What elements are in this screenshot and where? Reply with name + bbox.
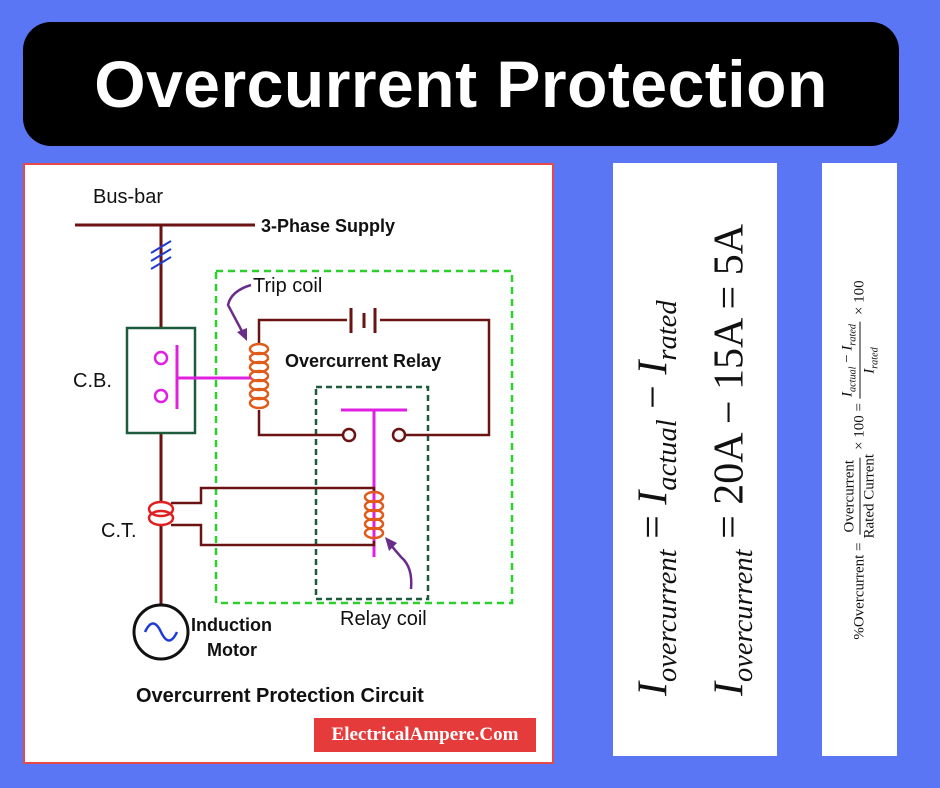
page-title: Overcurrent Protection	[94, 47, 828, 121]
percent-overcurrent-panel: %Overcurrent = Overcurrent Rated Current…	[822, 163, 897, 756]
trip-circuit-wire	[257, 318, 347, 343]
overcurrent-formula: Iovercurrent = Iactual − Irated Iovercur…	[630, 223, 761, 695]
supply-label: 3-Phase Supply	[261, 216, 395, 236]
formula-line-2: Iovercurrent = 20A − 15A = 5A	[707, 223, 760, 696]
title-bar: Overcurrent Protection	[23, 22, 899, 146]
cb-label: C.B.	[73, 370, 112, 392]
percent-overcurrent-formula: %Overcurrent = Overcurrent Rated Current…	[839, 279, 880, 640]
relay-coil-label: Relay coil	[340, 608, 427, 630]
relay-coil-arrowhead	[385, 537, 397, 551]
trip-coil	[248, 342, 270, 410]
motor-label-line2: Motor	[207, 640, 257, 660]
formula-line-1: Iovercurrent = Iactual − Irated	[630, 299, 683, 696]
brand-badge: ElectricalAmpere.Com	[314, 718, 536, 752]
ct-loop-upper	[171, 486, 376, 505]
ct-label: C.T.	[101, 520, 137, 542]
trip-circuit-return	[380, 318, 491, 437]
circuit-breaker-box	[125, 326, 197, 435]
relay-label: Overcurrent Relay	[285, 351, 441, 371]
relay-coil-box	[314, 385, 430, 601]
relay-contact-right	[391, 427, 407, 443]
relay-coil-arrow	[388, 542, 413, 590]
motor-label-line1: Induction	[191, 615, 272, 635]
fraction-overcurrent-over-rated: Overcurrent Rated Current	[841, 453, 877, 538]
trip-coil-arrow	[226, 283, 252, 336]
motor-sine-icon	[143, 622, 179, 642]
trip-coil-lower-wire	[257, 410, 343, 437]
bus-bar-label: Bus-bar	[93, 186, 163, 208]
relay-contact-left	[341, 427, 357, 443]
circuit-caption: Overcurrent Protection Circuit	[136, 685, 424, 707]
trip-coil-label: Trip coil	[253, 275, 322, 297]
relay-enclosure	[214, 269, 514, 605]
overcurrent-formula-panel: Iovercurrent = Iactual − Irated Iovercur…	[613, 163, 777, 756]
relay-coil	[363, 490, 385, 540]
circuit-diagram: Bus-bar 3-Phase Supply Trip coil Overcur…	[73, 186, 514, 707]
three-phase-ticks	[150, 240, 172, 270]
ct-loop-lower	[171, 523, 376, 547]
current-transformer-coil	[147, 500, 175, 527]
cb-contact-bottom	[153, 388, 169, 404]
circuit-diagram-panel: Bus-bar 3-Phase Supply Trip coil Overcur…	[23, 163, 554, 764]
cb-contact-top	[153, 350, 169, 366]
trip-coil-arrowhead	[237, 328, 247, 341]
fraction-actual-minus-rated: Iactual − Irated Irated	[839, 321, 880, 399]
